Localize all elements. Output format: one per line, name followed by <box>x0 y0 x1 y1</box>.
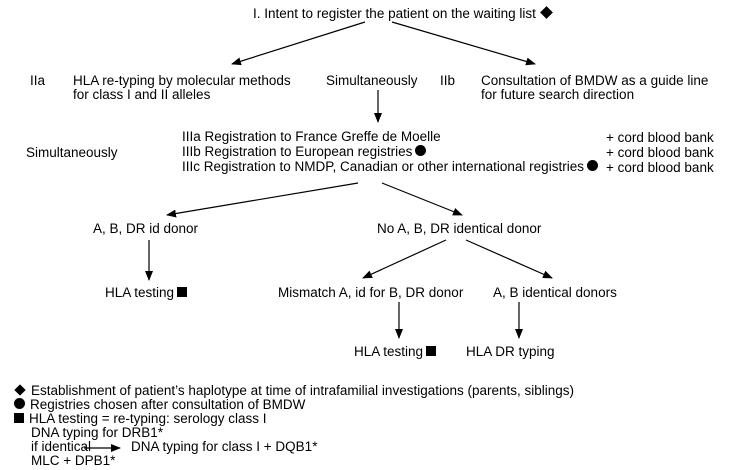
iib-line1: Consultation of BMDW as a guide line <box>481 73 709 88</box>
hla-dr-typing: HLA DR typing <box>466 344 555 359</box>
diamond-icon <box>14 384 26 396</box>
square-icon <box>177 286 188 297</box>
cord-blood-3: + cord blood bank <box>606 160 714 175</box>
iiib-registration: IIIb Registration to European registries <box>182 144 427 160</box>
hla-testing-left-label: HLA testing <box>105 285 175 300</box>
intent-label: I. Intent to register the patient on the… <box>253 6 536 21</box>
legend-square-line1: HLA testing = re-typing: serology class … <box>29 411 267 426</box>
legend-square-line4: MLC + DPB1* <box>31 453 116 468</box>
mismatch-donor: Mismatch A, id for B, DR donor <box>278 285 464 300</box>
iia-line1: HLA re-typing by molecular methods <box>73 73 291 88</box>
iiia-registration: IIIa Registration to France Greffe de Mo… <box>182 129 441 144</box>
intent-node: I. Intent to register the patient on the… <box>253 6 553 22</box>
arrow-intent-to-iia <box>231 21 366 66</box>
square-icon <box>14 412 24 423</box>
hla-testing-mid: HLA testing <box>354 344 437 360</box>
circle-icon <box>415 145 427 157</box>
abdr-id-donor: A, B, DR id donor <box>93 221 199 236</box>
cord-blood-1: + cord blood bank <box>606 130 714 145</box>
square-icon <box>426 345 437 356</box>
circle-icon <box>586 160 598 172</box>
diamond-icon <box>540 6 553 20</box>
iiic-label: IIIc Registration to NMDP, Canadian or o… <box>182 159 584 174</box>
iiic-registration: IIIc Registration to NMDP, Canadian or o… <box>182 159 598 175</box>
simultaneously-mid: Simultaneously <box>26 145 118 160</box>
legend-square-line2: DNA typing for DRB1* <box>31 425 164 440</box>
legend-circle: Registries chosen after consultation of … <box>14 398 305 412</box>
arrow-no-id-to-mismatch <box>362 239 447 279</box>
cord-blood-2: + cord blood bank <box>606 145 714 160</box>
legend-circle-text: Registries chosen after consultation of … <box>30 397 306 412</box>
arrow-registration-to-no-id-donor <box>381 182 463 216</box>
legend-square: HLA testing = re-typing: serology class … <box>14 412 267 426</box>
circle-icon <box>14 398 25 410</box>
legend-square-line3b: DNA typing for class I + DQB1* <box>131 439 318 454</box>
hla-testing-mid-label: HLA testing <box>354 344 424 359</box>
hla-testing-left: HLA testing <box>105 285 188 301</box>
arrow-intent-to-iib <box>391 21 536 66</box>
legend-diamond: Establishment of patient’s haplotype at … <box>14 384 574 398</box>
legend-square-line3a: if identical <box>31 439 92 454</box>
ab-identical-donors: A, B identical donors <box>493 285 617 300</box>
arrow-no-id-to-ab-identical <box>465 239 553 279</box>
iia-line2: for class I and II alleles <box>73 87 211 102</box>
iiib-label: IIIb Registration to European registries <box>182 144 413 159</box>
simultaneously-top: Simultaneously <box>326 73 418 88</box>
iia-tag: IIa <box>30 73 46 88</box>
no-abdr-identical-donor: No A, B, DR identical donor <box>377 221 542 236</box>
iib-line2: for future search direction <box>481 87 635 102</box>
iib-tag: IIb <box>440 73 456 88</box>
legend-diamond-text: Establishment of patient’s haplotype at … <box>31 383 575 398</box>
arrow-registration-to-id-donor <box>166 182 359 218</box>
